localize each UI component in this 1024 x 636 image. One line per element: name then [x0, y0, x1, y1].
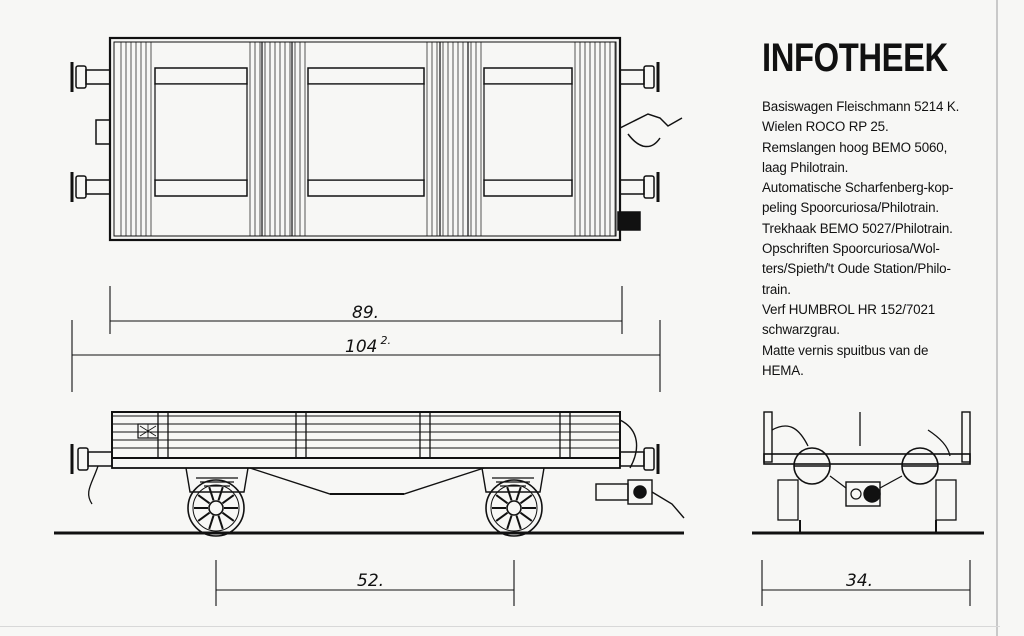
infotheek-line: train. — [762, 281, 791, 297]
dimension-89 — [109, 286, 623, 334]
infotheek-line: peling Spoorcuriosa/Philotrain. — [762, 200, 939, 216]
dimension-104 — [71, 320, 661, 392]
dimension-34 — [761, 560, 971, 606]
label-104-main: 104 — [345, 337, 377, 357]
infotheek-line: laag Philotrain. — [762, 159, 849, 175]
end-view — [752, 411, 984, 535]
page-bottom-edge — [0, 626, 1000, 627]
label-104-sup: 2. — [380, 334, 391, 347]
side-view — [54, 411, 685, 537]
infotheek-line: Wielen ROCO RP 25. — [762, 119, 889, 135]
infotheek-line: Verf HUMBROL HR 152/7021 — [762, 301, 936, 317]
infotheek-list: Basiswagen Fleischmann 5214 K. Wielen ROC… — [762, 97, 1002, 381]
infotheek-line: schwarzgrau. — [762, 322, 840, 338]
infotheek-line: Trekhaak BEMO 5027/Philotrain. — [762, 220, 953, 236]
dimension-52 — [215, 560, 515, 606]
top-view — [70, 36, 683, 242]
infotheek-title: INFOTHEEK — [762, 36, 948, 80]
infotheek-line: Opschriften Spoorcuriosa/Wol- — [762, 241, 940, 257]
infotheek-line: Basiswagen Fleischmann 5214 K. — [762, 99, 960, 114]
infotheek-line: Remslangen hoog BEMO 5060, — [762, 139, 948, 155]
page-edge — [996, 0, 998, 636]
label-52: 52. — [357, 571, 384, 591]
infotheek-line: Automatische Scharfenberg-kop- — [762, 180, 954, 196]
infotheek-line: Matte vernis spuitbus van de — [762, 342, 929, 358]
label-89: 89. — [352, 303, 379, 323]
infotheek-line: ters/Spieth/'t Oude Station/Philo- — [762, 261, 951, 277]
label-34: 34. — [846, 571, 873, 591]
infotheek-line: HEMA. — [762, 362, 804, 378]
